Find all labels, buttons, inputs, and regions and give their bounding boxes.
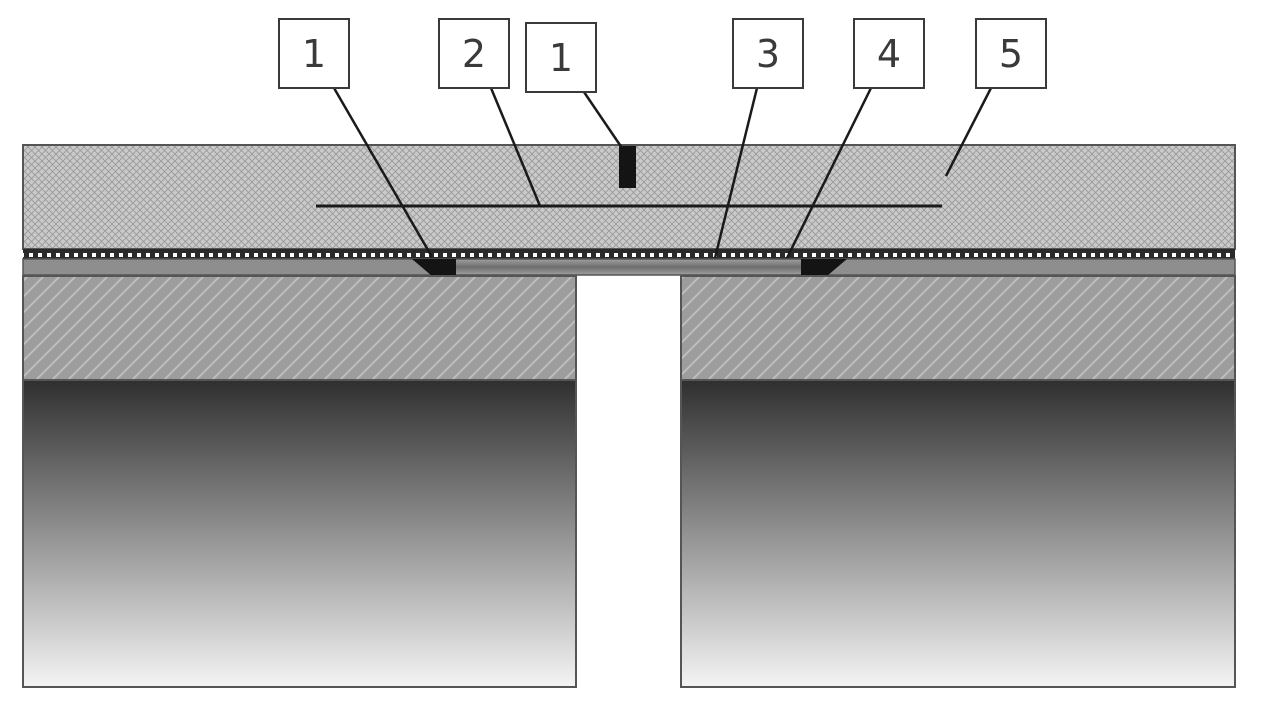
callout-label-3: 3 xyxy=(756,32,780,76)
right-gradient-block xyxy=(680,379,1236,688)
callout-box-4: 4 xyxy=(853,18,925,89)
vertical-mark-1 xyxy=(619,146,636,188)
callout-label-4: 4 xyxy=(877,32,901,76)
leader-line-5 xyxy=(944,87,993,177)
leader-line-1b xyxy=(582,91,624,149)
callout-box-1b: 1 xyxy=(525,22,597,93)
leader-line-4 xyxy=(785,87,873,259)
leader-line-2 xyxy=(489,87,542,207)
left-hatched-block xyxy=(22,275,577,381)
callout-label-2: 2 xyxy=(462,32,486,76)
callout-box-5: 5 xyxy=(975,18,1047,89)
leader-line-3 xyxy=(713,87,759,259)
middle-strip-3 xyxy=(455,260,803,274)
dotted-interface-layer xyxy=(23,249,1235,259)
right-hatched-block xyxy=(680,275,1236,381)
callout-label-1b: 1 xyxy=(549,36,573,80)
right-wedge-mark xyxy=(801,259,847,276)
callout-label-5: 5 xyxy=(999,32,1023,76)
callout-label-1a: 1 xyxy=(302,32,326,76)
callout-box-1a: 1 xyxy=(278,18,350,89)
left-wedge-mark xyxy=(412,259,456,276)
callout-box-2: 2 xyxy=(438,18,510,89)
leader-line-1a xyxy=(332,87,434,258)
left-gradient-block xyxy=(22,379,577,688)
callout-box-3: 3 xyxy=(732,18,804,89)
